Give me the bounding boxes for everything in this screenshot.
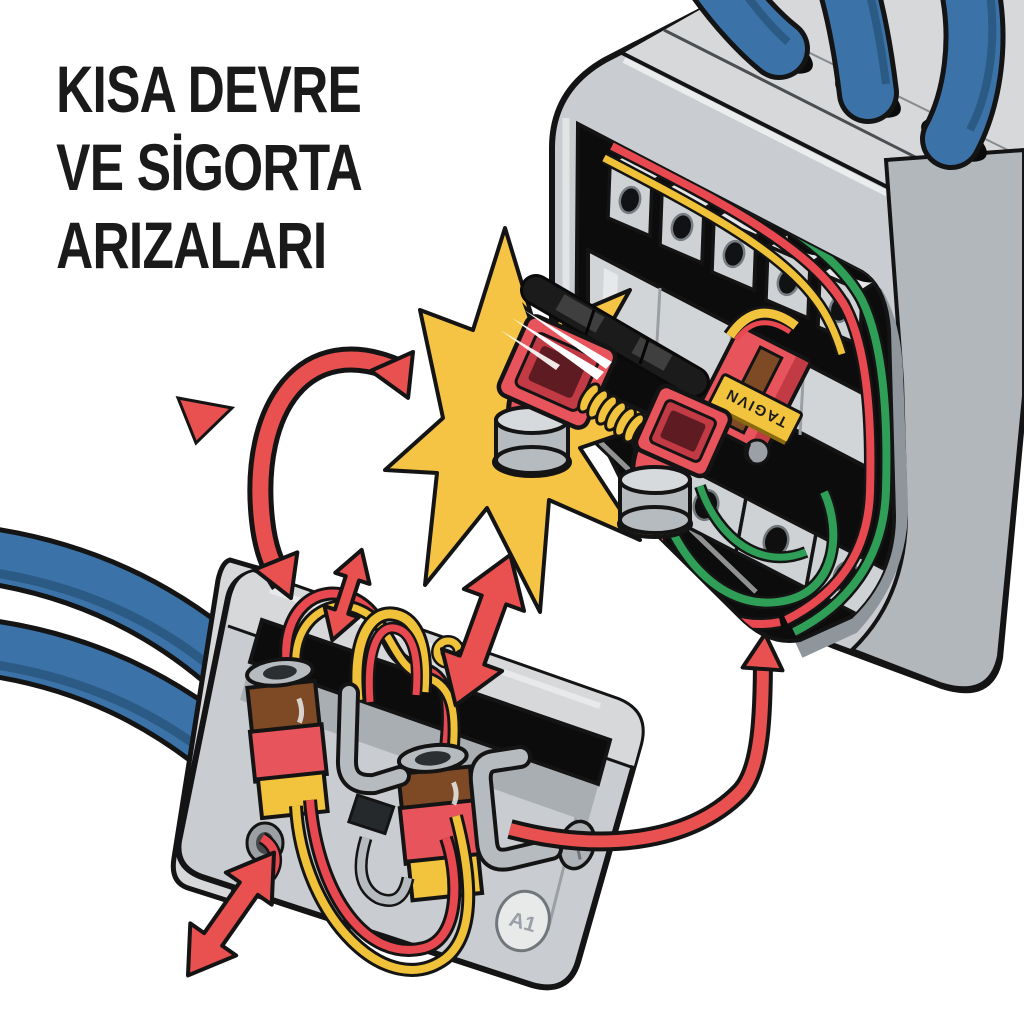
clip-block	[346, 793, 396, 836]
arrows	[185, 346, 785, 978]
fuse2-highlight	[451, 781, 459, 806]
bundle-yellow	[602, 154, 846, 356]
feedback-arrow-shaft	[508, 654, 769, 848]
fuse-box-badge: A1	[495, 889, 551, 953]
ceramic-fuse-1	[245, 656, 330, 821]
elbow2-mouth	[633, 383, 733, 479]
feeder-cable-1-shade	[0, 569, 227, 682]
fuse-box: A1	[170, 557, 645, 991]
spark-streak-2	[524, 310, 612, 369]
curved-arrow-shaft	[252, 351, 403, 588]
badge-oval	[495, 889, 551, 953]
silver-wire	[357, 836, 412, 905]
busbar-sheen	[555, 294, 673, 371]
busbar	[520, 274, 710, 398]
breaker-screw	[743, 438, 771, 466]
supply-cable-1	[698, 0, 805, 75]
fuse-wire-arch	[726, 308, 799, 339]
bundle-red	[610, 142, 875, 624]
supply-cable-1-shade	[745, 0, 791, 45]
page-title: KISA DEVRE VE SİGORTA ARIZALARI	[56, 52, 363, 283]
breaker-screw-slot	[746, 443, 753, 463]
supply-cable-2	[824, 0, 894, 119]
arch-loop-red	[365, 624, 421, 703]
supply-cables	[692, 0, 1006, 170]
fuse1-top-hole	[262, 665, 297, 680]
arch-loop-yellow	[352, 609, 430, 701]
fuse-wires-upper	[279, 586, 482, 761]
title-line-2: VE SİGORTA	[56, 130, 362, 205]
curved-double-arrow-icon	[247, 346, 415, 600]
wire-yellow	[292, 602, 458, 761]
elbow1-cap-bottom	[494, 445, 570, 475]
spark-red-fleck	[175, 396, 236, 446]
large-double-arrow-icon	[439, 552, 527, 708]
hang-red	[306, 799, 459, 954]
supply-cable-3	[925, 0, 1001, 165]
fuse-slot	[247, 617, 613, 787]
fuse2-top-hole	[414, 751, 451, 766]
loop-green2	[696, 484, 808, 561]
supply-cable-2-shade	[867, 0, 890, 85]
clip2	[472, 749, 559, 868]
elbow2-cap-bottom	[618, 505, 692, 535]
fuse1-highlight	[296, 697, 305, 724]
clip1	[340, 686, 407, 792]
fuse-wire-arch-red	[733, 320, 792, 342]
title-line-3: ARIZALARI	[56, 208, 326, 283]
busbar-joints	[584, 309, 650, 365]
spark-streak-3	[500, 330, 560, 370]
feedback-arrow-head	[740, 632, 785, 673]
bottom-double-arrow-icon	[185, 850, 277, 978]
fuse-clips	[336, 682, 563, 907]
panel-side-face	[848, 147, 1024, 691]
curved-feedback-arrow-icon	[507, 632, 785, 852]
title-line-1: KISA DEVRE	[56, 52, 361, 127]
supply-cable-3-shade	[966, 0, 997, 132]
blown-fuse-elbow-2	[617, 383, 733, 539]
spark-streak-1	[512, 318, 604, 380]
hang-yellow	[292, 805, 473, 974]
blown-fuse-elbow-1	[492, 310, 618, 478]
curved-arrow-head-up	[368, 350, 415, 400]
elbow2-cap-top	[618, 465, 692, 495]
small-double-arrow-icon	[322, 547, 372, 643]
curved-arrow-head-down	[252, 550, 300, 600]
feeder-cable-1	[0, 532, 255, 693]
fuse-shelf	[240, 664, 598, 822]
